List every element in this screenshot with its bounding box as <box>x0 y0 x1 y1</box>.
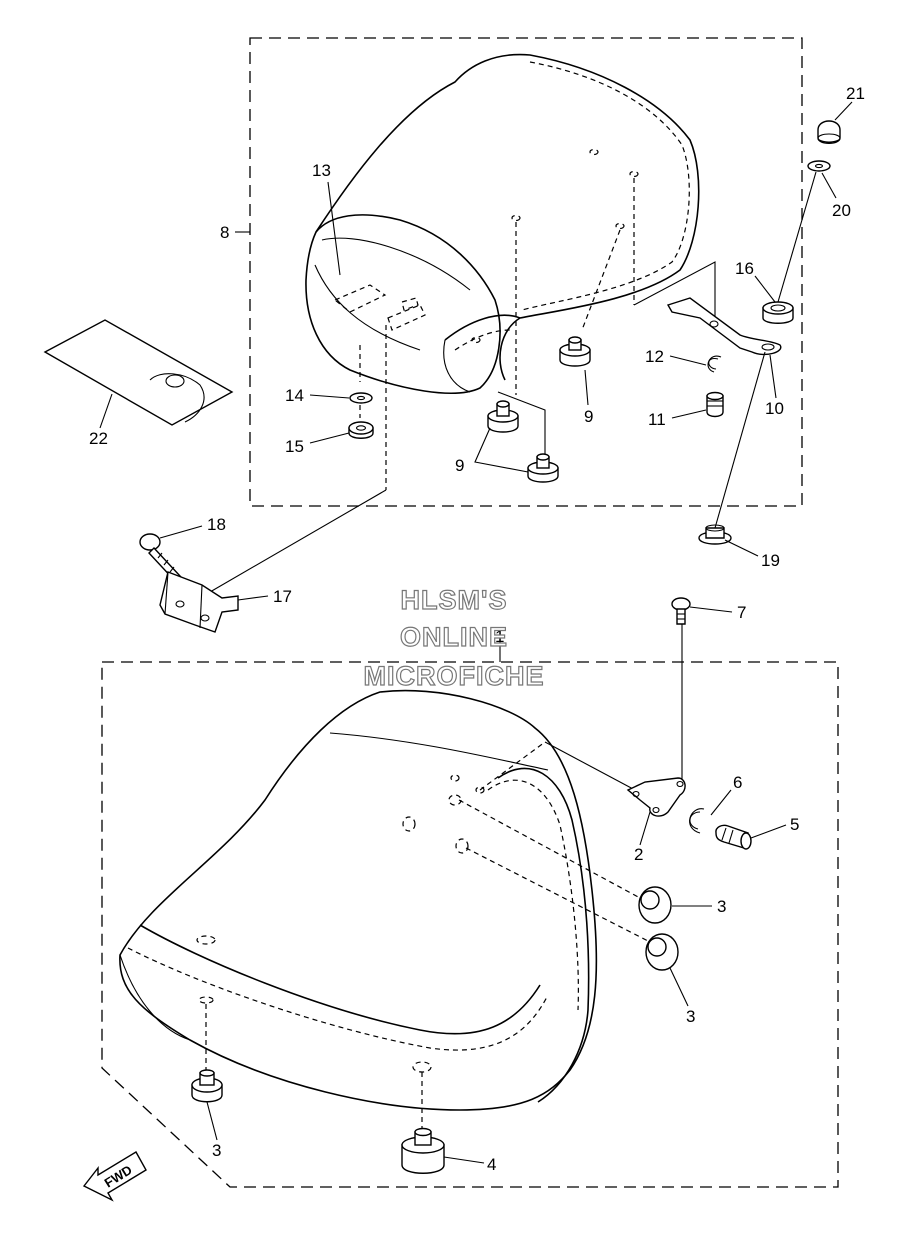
callout-3-middle: 3 <box>686 1007 695 1026</box>
grommet-16 <box>762 301 794 324</box>
washer-14 <box>349 392 373 404</box>
callout-3-lower: 3 <box>212 1141 221 1160</box>
callout-leaders <box>99 101 853 1164</box>
callout-11: 11 <box>648 410 666 429</box>
nut-15 <box>348 421 374 439</box>
callout-17: 17 <box>273 587 292 606</box>
damper-9-group-leader <box>474 427 529 473</box>
seat-seal-22 <box>43 319 234 426</box>
bracket-10 <box>666 297 782 356</box>
bolt-11 <box>706 391 724 418</box>
cap-nut-21 <box>817 120 841 144</box>
bracket-2 <box>626 777 686 817</box>
callout-12: 12 <box>645 347 664 366</box>
callout-9-lower: 9 <box>455 456 464 475</box>
callout-22: 22 <box>89 429 108 448</box>
callout-19: 19 <box>761 551 780 570</box>
damper-9-lower <box>527 453 559 483</box>
seat-lock-bracket-17 <box>159 571 239 633</box>
callout-14: 14 <box>285 386 304 405</box>
callout-8: 8 <box>220 223 229 242</box>
damper-9-left <box>487 400 519 433</box>
washer-20-to-grommet-leader <box>777 171 817 303</box>
callout-numbers: 1 2 3 3 3 4 5 6 7 8 9 9 10 11 12 13 14 1… <box>89 84 865 1174</box>
circlip-6 <box>689 808 705 834</box>
callout-20: 20 <box>832 201 851 220</box>
bolt-5 <box>715 824 752 850</box>
callout-3-upper: 3 <box>717 897 726 916</box>
callout-21: 21 <box>846 84 865 103</box>
nut-19 <box>698 524 732 545</box>
callout-18: 18 <box>207 515 226 534</box>
front-seat <box>119 689 598 1111</box>
watermark-line-3: MICROFICHE <box>364 661 545 691</box>
damper-9-upper <box>559 336 591 367</box>
callout-4: 4 <box>487 1155 496 1174</box>
bracket-10-to-nut-19-leader <box>714 351 766 529</box>
callout-10: 10 <box>765 399 784 418</box>
damper-4 <box>401 1127 445 1174</box>
callout-6: 6 <box>733 773 742 792</box>
watermark: HLSM'S ONLINE MICROFICHE <box>363 584 545 691</box>
callout-5: 5 <box>790 815 799 834</box>
bolt-7 <box>671 597 691 625</box>
washer-20 <box>807 160 831 172</box>
damper-3-middle <box>645 933 679 971</box>
circlip-12 <box>707 355 722 373</box>
watermark-line-2: ONLINE <box>400 622 508 652</box>
callout-2: 2 <box>634 845 643 864</box>
front-seat-assembly-box <box>101 661 839 1188</box>
callout-16: 16 <box>735 259 754 278</box>
front-seat-leaders <box>205 622 683 1130</box>
damper-3-upper <box>638 886 672 924</box>
rear-seat-assembly-box <box>249 37 803 507</box>
callout-1: 1 <box>495 627 504 646</box>
callout-13: 13 <box>312 161 331 180</box>
rear-seat <box>305 53 700 394</box>
callout-7: 7 <box>737 603 746 622</box>
callout-15: 15 <box>285 437 304 456</box>
rear-seat-leaders <box>209 178 716 593</box>
callout-9-upper: 9 <box>584 407 593 426</box>
damper-3-lower <box>191 1069 223 1103</box>
watermark-line-1: HLSM'S <box>401 585 508 615</box>
forward-arrow-icon: FWD <box>82 1151 147 1202</box>
